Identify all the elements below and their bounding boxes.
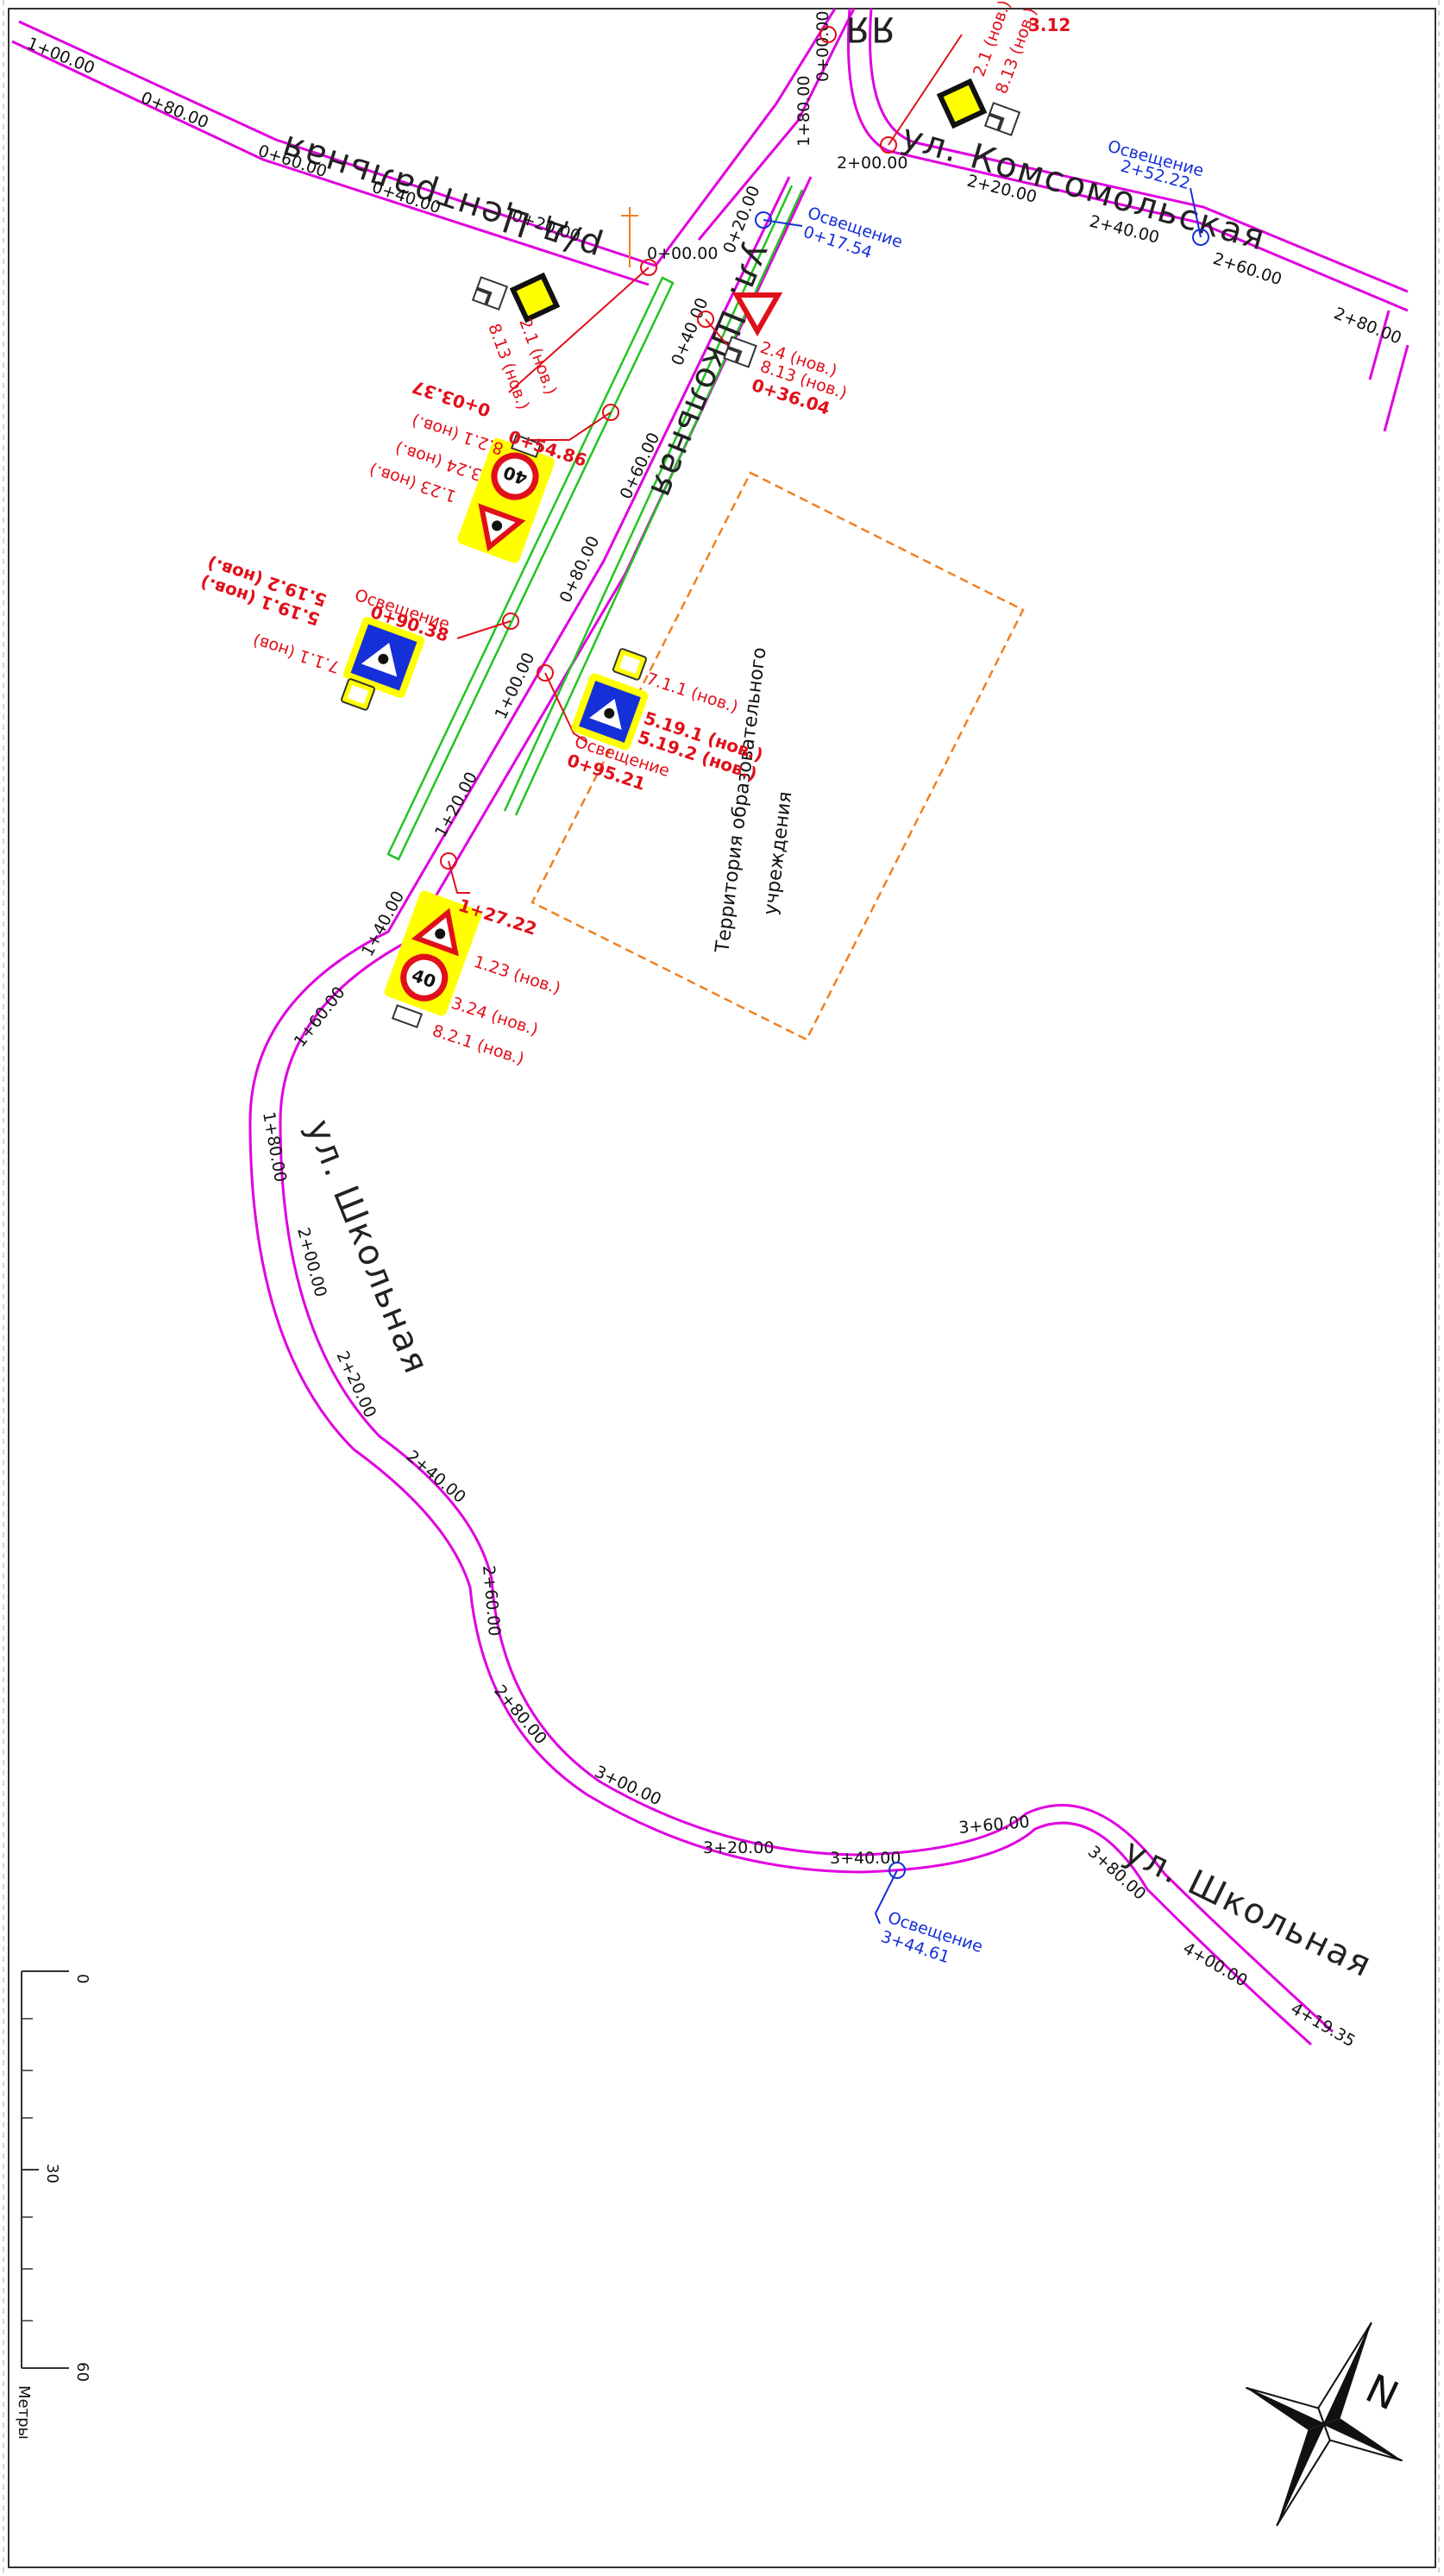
direction-plate-icon [471,276,509,311]
pk-label: 0+00.00 [813,11,832,82]
street-label-shkolnaya-bottom: ул. Школьная [1118,1831,1378,1986]
distance-plate-icon [391,1004,424,1028]
speed-limit-sign-group: 40 [457,437,555,563]
road-tsentralnaya [11,20,656,286]
sign-point-marker [502,613,519,630]
sign-point-marker [602,404,619,421]
north-label: N [1359,2365,1405,2419]
direction-plate-icon [723,336,757,368]
crosswalk-sign-icon [571,673,649,751]
school-plate-icon [341,678,375,711]
direction-plate-icon [983,102,1021,136]
lighting-markers [763,187,1202,1925]
pk-label: 1+60.00 [291,983,349,1051]
pk-label: 2+60.00 [479,1565,504,1637]
sign-point-marker [880,136,897,154]
sign-point-marker [640,259,657,276]
pk-label-red: 3.12 [1028,15,1070,35]
street-label-top-partial: ЯЯ [844,9,895,48]
territory-label-2: учреждения [760,790,796,916]
street-label-tsentralnaya: р/д Центральная [276,127,606,268]
pk-label: 1+80.00 [259,1110,290,1184]
main-road-sign-icon [936,78,988,129]
pk-label: 3+40.00 [830,1849,901,1868]
school-plate-icon [612,648,647,681]
scale-bar [21,1970,69,2369]
sign-point-marker [697,311,714,328]
scale-tick-label: 60 [73,2362,91,2382]
give-way-sign-icon [731,292,783,337]
pk-label: 2+00.00 [837,154,907,173]
road-shkolnaya [248,176,1334,2046]
speed-limit-sign-group: 40 [384,890,482,1016]
sign-point-marker [819,26,837,43]
sign-point-marker [537,664,554,682]
pk-label: 2+80.00 [1331,304,1404,348]
sign-label: 7.1.1 (нов.) [644,669,740,717]
street-label-komsomolskaya: ул. Комсомольская [897,116,1270,259]
pk-label: 0+80.00 [556,533,604,606]
main-road-sign-icon [509,272,561,324]
sign-label: 7.1.1 (нов) [250,631,342,676]
sign-point-marker [440,852,457,870]
scale-unit-label: Метры [15,2385,33,2440]
scale-tick-label: 30 [43,2164,61,2183]
crosswalk-sign-icon [342,616,425,699]
road-komsomolskaya [846,8,1409,432]
pk-label: 0+00.00 [647,244,718,263]
north-arrow-icon [1245,2322,1403,2527]
sign-label: 1.23 (нов.) [471,952,562,998]
scale-tick-label: 0 [73,1974,91,1983]
distance-plate-icon [510,434,543,458]
lighting-point-marker [755,211,772,229]
map-frame [8,8,1436,2568]
pk-label: 3+60.00 [958,1813,1031,1838]
lighting-point-marker [1192,229,1209,246]
pk-label: 3+20.00 [703,1838,774,1857]
pk-label: 1+80.00 [794,76,813,147]
road-junction-north [654,8,856,267]
pk-label: 4+19.35 [1288,1999,1359,2051]
pk-label: 0+80.00 [138,88,211,132]
lighting-point-marker [888,1862,906,1879]
